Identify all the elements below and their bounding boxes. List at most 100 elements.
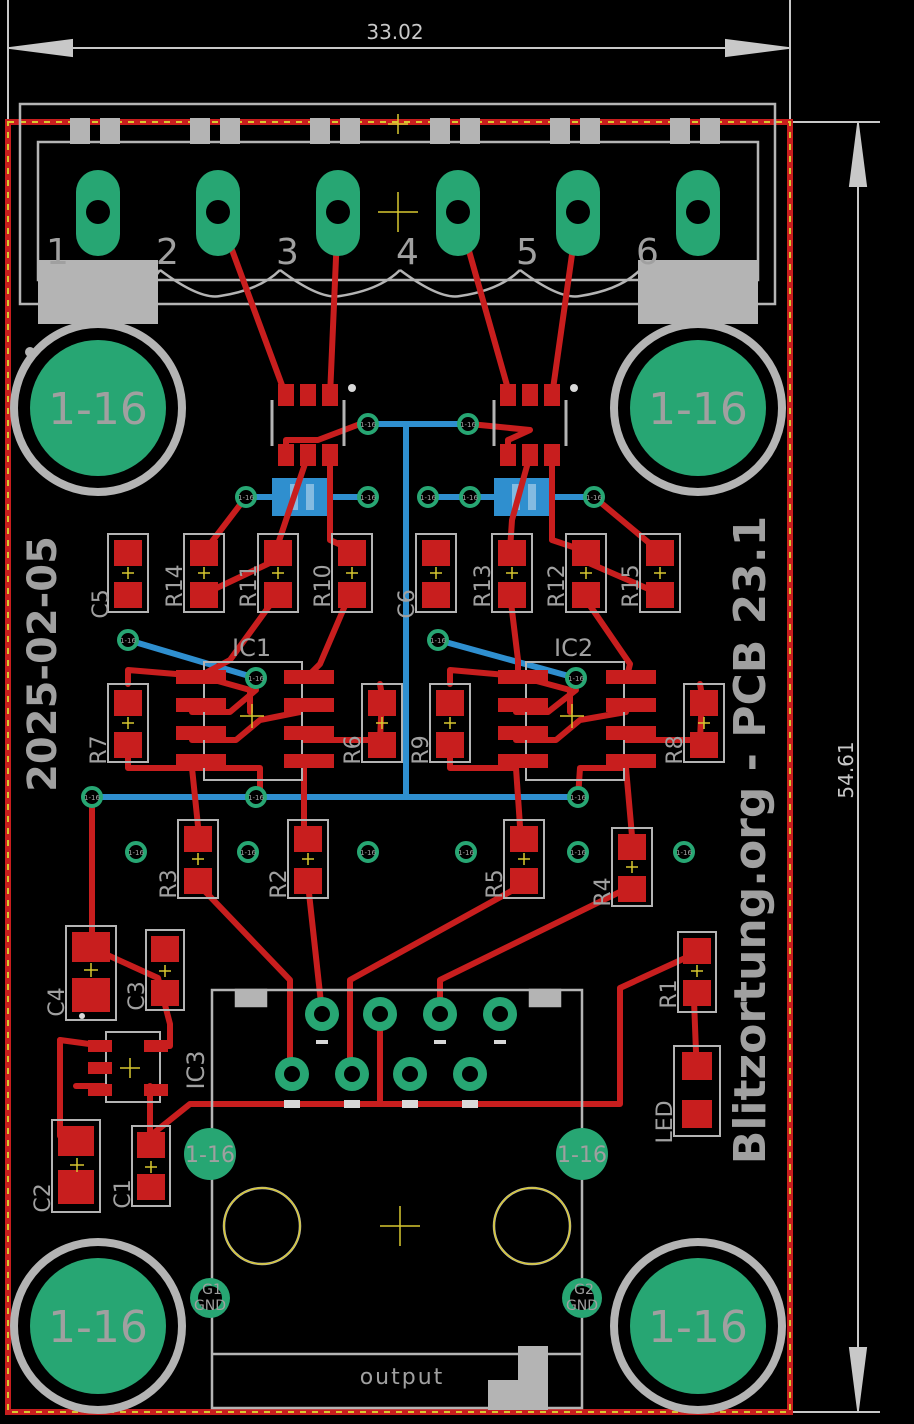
r9-footprint [429,683,471,763]
label-r4: R4 [591,877,616,906]
label-c1: C1 [111,1179,136,1208]
c4-footprint [65,925,117,1021]
label-ic3: IC3 [182,1050,210,1089]
mount-hole-label-br: 1-16 [648,1302,748,1353]
label-rj45-mount-left: 1-16 [185,1143,235,1168]
mount-hole-label-tl: 1-16 [48,384,148,435]
r8-footprint [683,683,725,763]
label-rj45-mount-right: 1-16 [557,1143,607,1168]
label-ic2: IC2 [554,634,593,662]
pin-label-2: 2 [156,232,179,273]
r3-footprint [177,819,219,899]
r11-footprint [257,533,299,613]
board-date: 2025-02-05 [20,536,66,792]
ic3-footprint [79,1013,168,1103]
label-r12: R12 [545,564,570,607]
r7-footprint [107,683,149,763]
r14-footprint [183,533,225,613]
mounting-holes [10,320,786,1414]
led-footprint [673,1045,721,1137]
output-label: output [360,1365,445,1390]
via-label: 1-16 [586,494,602,502]
label-g1: G1 [202,1282,222,1298]
label-r7: R7 [87,735,112,764]
c2-footprint [51,1119,101,1213]
c6-footprint [415,533,457,613]
label-r10: R10 [311,564,336,607]
mount-hole-label-bl: 1-16 [48,1302,148,1353]
via-label: 1-16 [84,794,100,802]
vias [81,413,695,863]
via-label: 1-16 [248,675,264,683]
pin-label-5: 5 [516,232,539,273]
ic1-footprint [176,661,334,781]
r2-footprint [287,819,329,899]
label-r14: R14 [163,564,188,607]
bottom-copper-traces [89,421,597,800]
via-label: 1-16 [570,849,586,857]
via-label: 1-16 [570,794,586,802]
via-label: 1-16 [360,421,376,429]
c5-footprint [107,533,149,613]
label-led: LED [653,1100,678,1143]
label-c5: C5 [89,589,114,618]
sot-chip-left [270,384,356,466]
terminal-pin-labels: 1 2 3 4 5 6 [46,232,659,273]
label-g2-gnd: GND [566,1298,598,1314]
via-label: 1-16 [240,849,256,857]
via-label: 1-16 [460,421,476,429]
label-r6: R6 [341,735,366,764]
terminal-pads [76,170,720,256]
r12-footprint [565,533,607,613]
component-labels: C5 R14 R11 R10 C6 R13 R12 R15 R7 R6 R9 R… [31,564,688,1212]
dimension-lines [7,0,880,1413]
c3-footprint [145,929,185,1011]
via-label: 1-16 [120,637,136,645]
pin-label-1: 1 [46,232,69,273]
smd-components [51,533,725,1213]
via-label: 1-16 [458,849,474,857]
via-label: 1-16 [568,675,584,683]
label-c4: C4 [45,987,70,1016]
c1-footprint [131,1125,171,1207]
r6-footprint [361,683,403,763]
label-r3: R3 [157,869,182,898]
via-label: 1-16 [430,637,446,645]
via-label: 1-16 [360,494,376,502]
label-r13: R13 [471,564,496,607]
rj45-pads [184,997,608,1318]
pin-label-3: 3 [276,232,299,273]
label-ic1: IC1 [232,634,271,662]
via-label: 1-16 [128,849,144,857]
label-g2: G2 [574,1282,594,1298]
r5-footprint [503,819,545,899]
r13-footprint [491,533,533,613]
sot-chip-right [492,384,578,466]
rj45-footprint [210,988,584,1410]
label-r5: R5 [483,869,508,898]
label-r11: R11 [237,564,262,607]
pin-label-4: 4 [396,232,419,273]
label-r15: R15 [619,564,644,607]
via-label: 1-16 [676,849,692,857]
ic2-footprint [498,661,656,781]
label-r2: R2 [267,869,292,898]
via-label: 1-16 [248,794,264,802]
width-dimension: 33.02 [366,20,423,44]
label-r1: R1 [657,979,682,1008]
label-c3: C3 [125,981,150,1010]
component-origin-marks [70,567,710,1246]
height-dimension: 54.61 [834,741,858,798]
label-r8: R8 [663,735,688,764]
via-label: 1-16 [420,494,436,502]
label-c6: C6 [395,589,420,618]
mount-hole-label-tr: 1-16 [648,384,748,435]
pin-label-6: 6 [636,232,659,273]
r1-footprint [677,931,717,1013]
r4-footprint [611,827,653,907]
via-label: 1-16 [238,494,254,502]
board-title: Blitzortung.org - PCB 23.1 [725,516,776,1164]
r10-footprint [331,533,373,613]
label-r9: R9 [409,735,434,764]
